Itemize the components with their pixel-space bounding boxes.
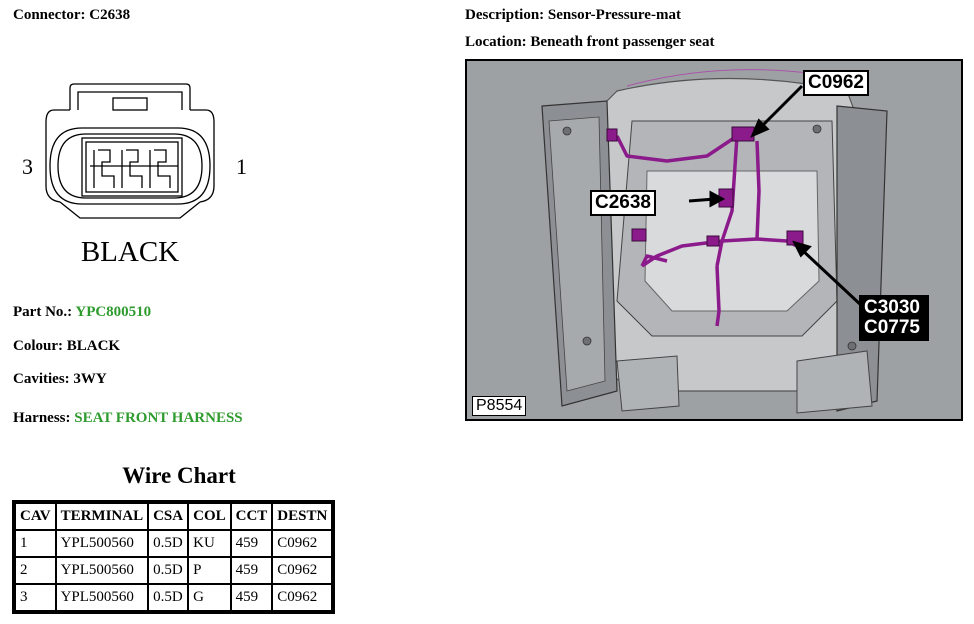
cell-cav: 1	[15, 530, 56, 557]
cell-cct: 459	[230, 557, 273, 584]
callout-c0775-label: C0775	[864, 317, 920, 338]
cell-terminal: YPL500560	[55, 557, 149, 584]
cell-col: P	[188, 557, 231, 584]
harness-link[interactable]: SEAT FRONT HARNESS	[74, 410, 243, 426]
colour-value: BLACK	[66, 338, 121, 354]
cell-terminal: YPL500560	[55, 584, 149, 611]
connector-label: Connector:	[13, 7, 86, 23]
harness-line: Harness: SEAT FRONT HARNESS	[13, 409, 243, 427]
col-header-terminal: TERMINAL	[55, 503, 149, 530]
wire-chart-title: Wire Chart	[122, 463, 236, 488]
callout-c2638: C2638	[590, 190, 656, 216]
seat-frame-illustration	[541, 69, 888, 414]
cell-cav: 3	[15, 584, 56, 611]
cell-col: G	[188, 584, 231, 611]
cell-col: KU	[188, 530, 231, 557]
cell-cav: 2	[15, 557, 56, 584]
location-label: Location:	[465, 34, 527, 50]
table-row: 3 YPL500560 0.5D G 459 C0962	[15, 584, 333, 611]
cell-csa: 0.5D	[148, 530, 189, 557]
table-header-row: CAV TERMINAL CSA COL CCT DESTN	[15, 503, 333, 530]
connector-heading: Connector: C2638	[13, 6, 130, 24]
cavities-value: 3WY	[73, 371, 107, 387]
colour-label: Colour:	[13, 338, 63, 354]
cell-csa: 0.5D	[148, 584, 189, 611]
part-number-label: Part No.:	[13, 304, 73, 320]
colour-line: Colour: BLACK	[13, 337, 120, 355]
part-number-line: Part No.: YPC800510	[13, 303, 151, 321]
cavities-line: Cavities: 3WY	[13, 370, 107, 388]
description-heading: Description: Sensor-Pressure-mat	[465, 6, 681, 24]
callout-c0962: C0962	[803, 70, 869, 96]
pin-number-left: 3	[22, 154, 33, 179]
col-header-destn: DESTN	[272, 503, 333, 530]
part-number-link[interactable]: YPC800510	[75, 304, 152, 320]
col-header-col: COL	[188, 503, 231, 530]
table-row: 2 YPL500560 0.5D P 459 C0962	[15, 557, 333, 584]
location-heading: Location: Beneath front passenger seat	[465, 33, 714, 51]
pin-number-right: 1	[236, 154, 247, 179]
connector-value: C2638	[89, 7, 131, 23]
connector-face-drawing: 3 1 BLACK	[22, 83, 247, 268]
connector-location-image: C0962 C2638 C3030 C0775 P8554	[465, 59, 963, 421]
col-header-csa: CSA	[148, 503, 189, 530]
cell-destn: C0962	[272, 557, 333, 584]
cell-cct: 459	[230, 584, 273, 611]
col-header-cav: CAV	[15, 503, 56, 530]
harness-label: Harness:	[13, 410, 71, 426]
cavities-label: Cavities:	[13, 371, 70, 387]
col-header-cct: CCT	[230, 503, 273, 530]
cell-terminal: YPL500560	[55, 530, 149, 557]
description-label: Description:	[465, 7, 545, 23]
table-row: 1 YPL500560 0.5D KU 459 C0962	[15, 530, 333, 557]
cell-cct: 459	[230, 530, 273, 557]
connector-color-label: BLACK	[81, 236, 179, 268]
callout-c3030-label: C3030	[864, 297, 920, 318]
cell-destn: C0962	[272, 530, 333, 557]
callout-c3030-c0775: C3030 C0775	[859, 295, 929, 341]
figure-id-label: P8554	[472, 396, 527, 416]
cell-destn: C0962	[272, 584, 333, 611]
cell-csa: 0.5D	[148, 557, 189, 584]
location-value: Beneath front passenger seat	[530, 34, 715, 50]
description-value: Sensor-Pressure-mat	[547, 7, 681, 23]
wire-chart-table: CAV TERMINAL CSA COL CCT DESTN 1 YPL5005…	[12, 500, 336, 614]
